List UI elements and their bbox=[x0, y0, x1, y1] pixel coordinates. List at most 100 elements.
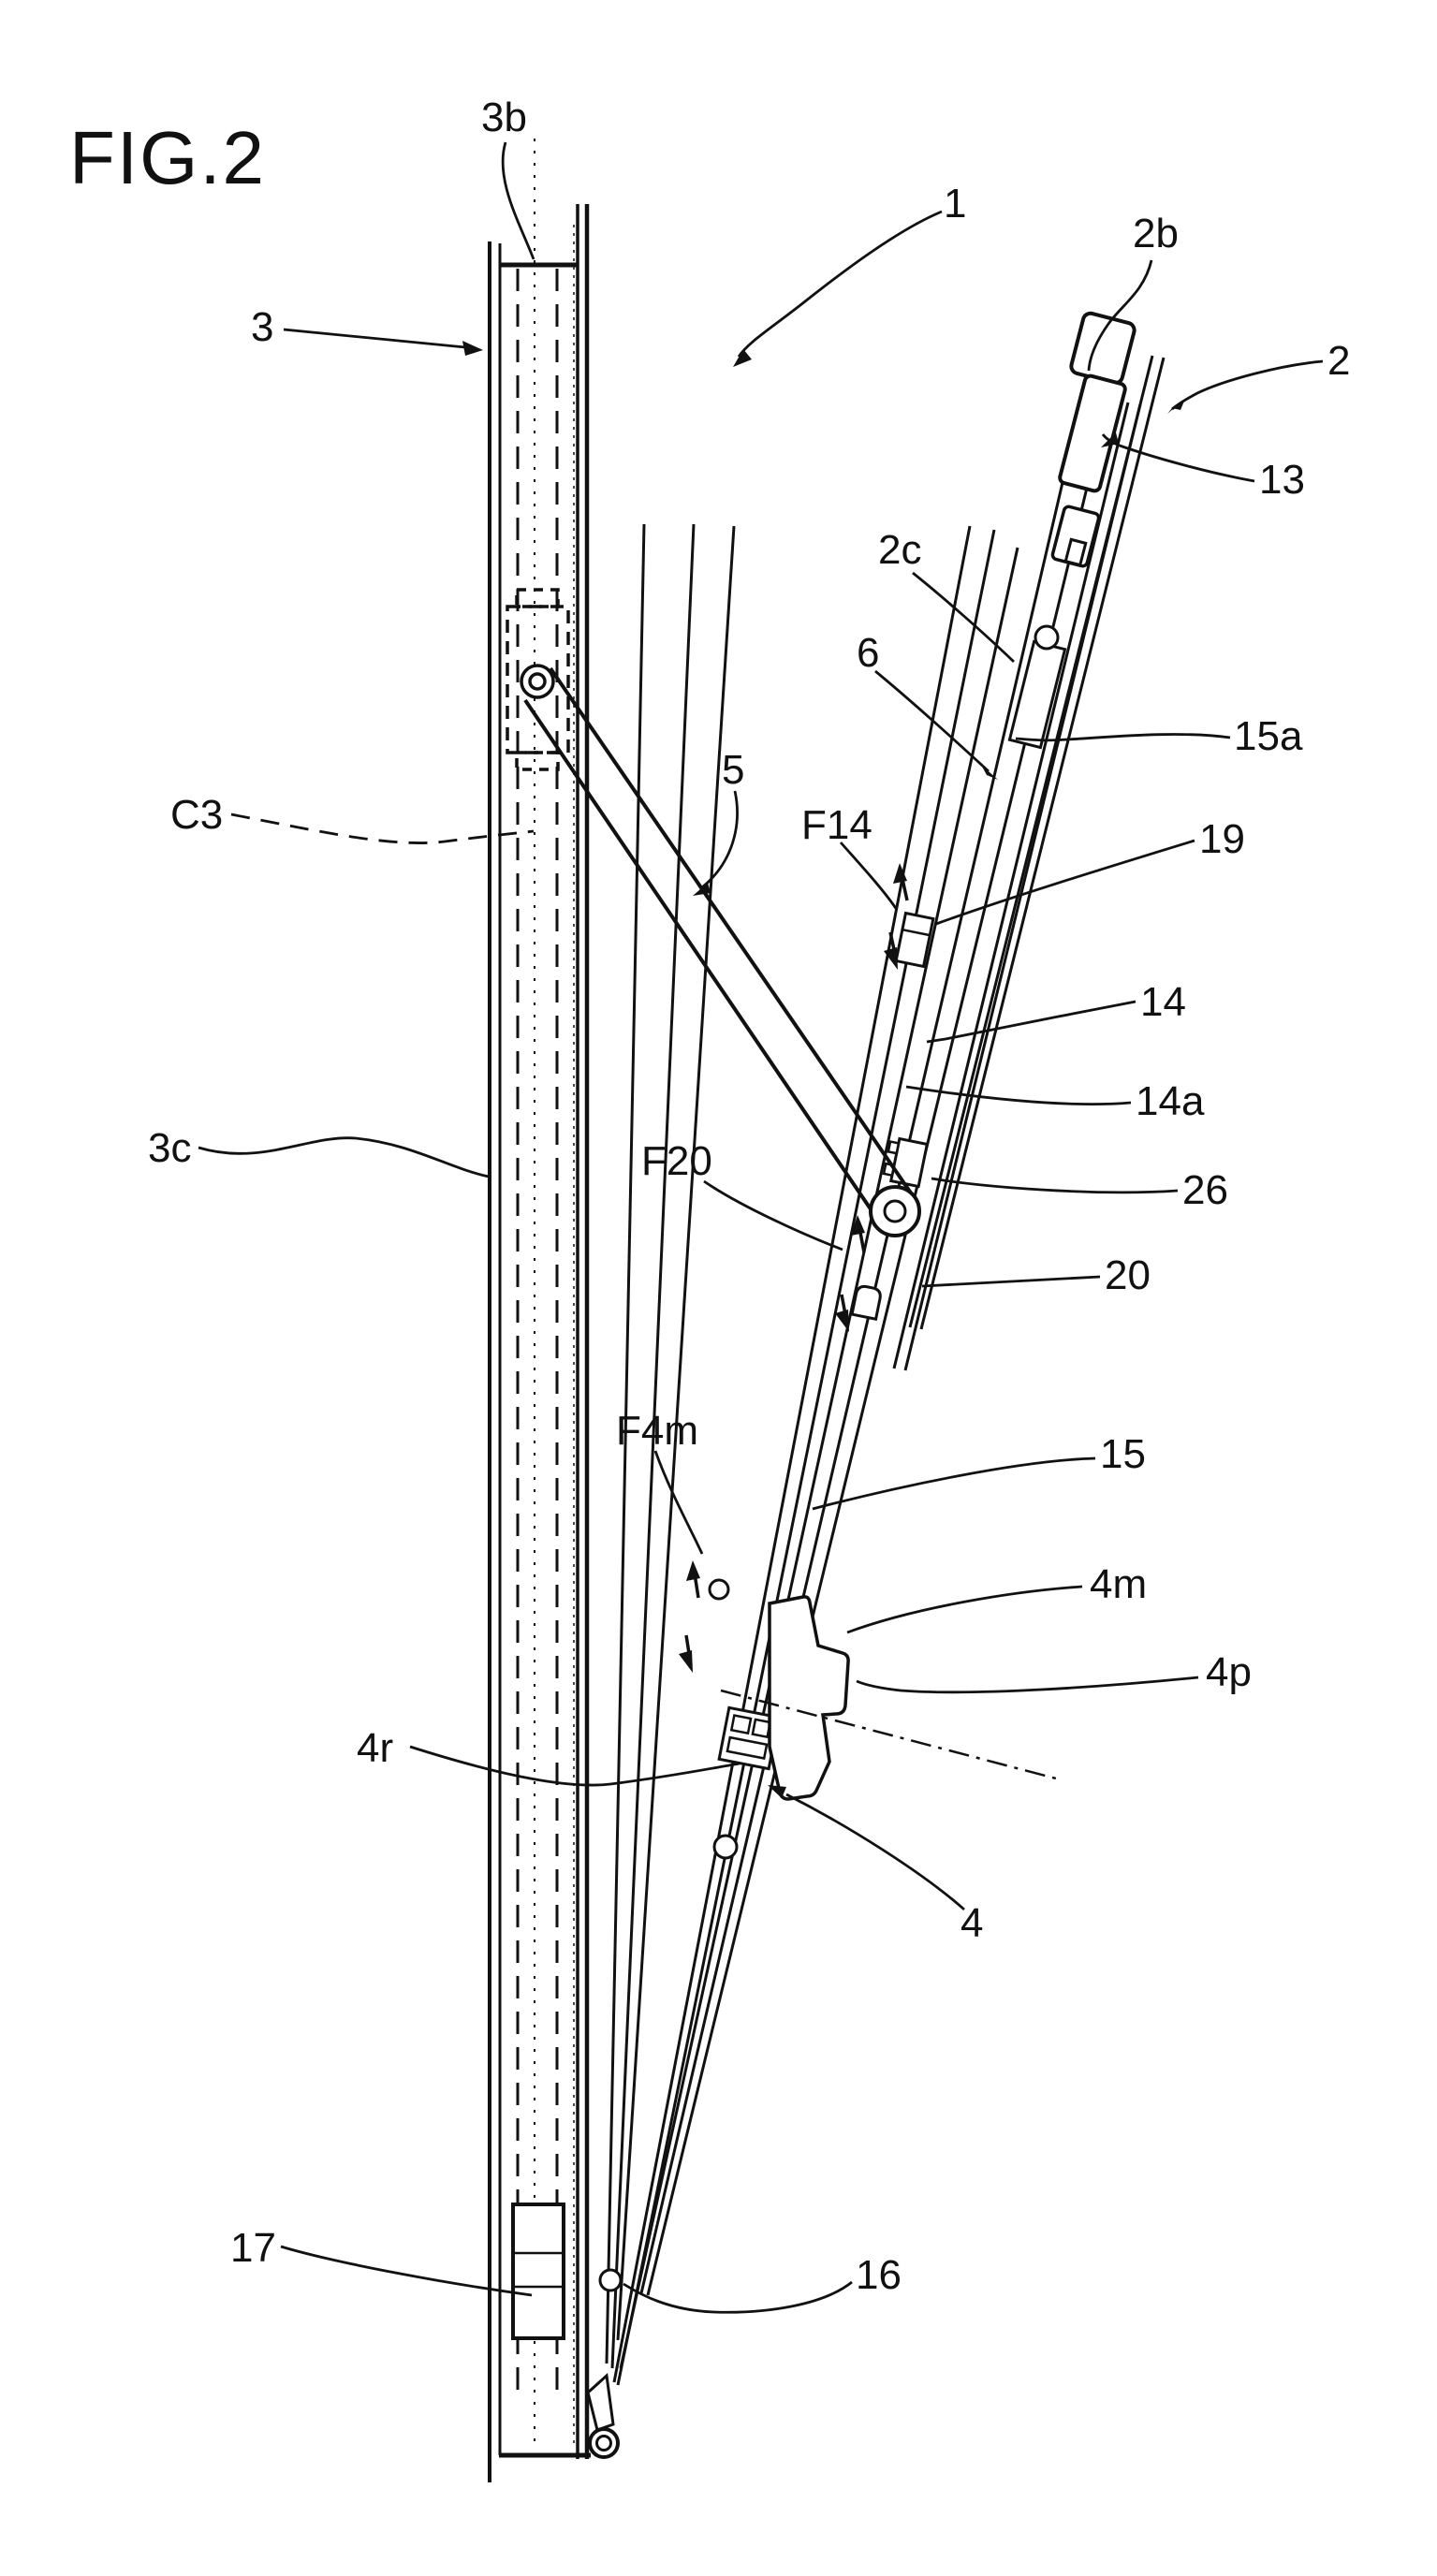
arrowhead-4 bbox=[768, 1785, 786, 1798]
force-arrow-F20 bbox=[835, 1215, 866, 1332]
arrowhead-slider bbox=[1101, 432, 1119, 447]
rivet-mid-lower bbox=[712, 1834, 739, 1860]
leader-F20 bbox=[703, 1179, 843, 1251]
guide-rail bbox=[488, 139, 591, 2482]
leader-16 bbox=[623, 2280, 853, 2314]
arrowhead-3 bbox=[462, 341, 483, 356]
connecting-link-5 bbox=[523, 666, 921, 1237]
leader-26 bbox=[931, 1177, 1179, 1194]
leader-2 bbox=[1171, 359, 1324, 411]
label-19: 19 bbox=[1199, 816, 1245, 862]
label-F20: F20 bbox=[641, 1138, 712, 1184]
slat-2c-line-1 bbox=[612, 525, 972, 2383]
leader-F4m bbox=[653, 1450, 704, 1555]
leader-14 bbox=[926, 1000, 1136, 1044]
arm-slats bbox=[605, 355, 1166, 2386]
leader-5 bbox=[701, 790, 739, 889]
slat-15-line-1 bbox=[892, 402, 1130, 1369]
link-upper-pin bbox=[528, 672, 547, 691]
link-edge-lower bbox=[523, 698, 881, 1223]
label-20: 20 bbox=[1105, 1252, 1151, 1298]
rivet-top bbox=[1034, 624, 1060, 651]
label-13: 13 bbox=[1259, 457, 1305, 503]
leader-4r bbox=[409, 1745, 740, 1787]
pivot-axis-4p bbox=[720, 1689, 1057, 1780]
label-4m: 4m bbox=[1090, 1561, 1147, 1607]
rivet-mid-upper bbox=[708, 1578, 730, 1601]
leader-4p bbox=[856, 1676, 1199, 1694]
label-C3: C3 bbox=[170, 792, 223, 838]
label-3: 3 bbox=[251, 304, 273, 350]
label-26: 26 bbox=[1182, 1167, 1228, 1213]
label-16: 16 bbox=[856, 2252, 902, 2298]
label-15: 15 bbox=[1100, 1431, 1146, 1477]
slat-2-line-1 bbox=[908, 355, 1154, 1328]
link-lower-pin bbox=[883, 1199, 907, 1223]
arrowhead-6 bbox=[981, 765, 998, 780]
latch-19 bbox=[894, 911, 935, 969]
arm-tip-wedge bbox=[586, 2372, 615, 2432]
label-2: 2 bbox=[1327, 338, 1350, 384]
label-15a: 15a bbox=[1234, 713, 1303, 759]
label-4r: 4r bbox=[357, 1725, 393, 1771]
arm-bottom-pivot-pin bbox=[595, 2435, 612, 2452]
slider-block-bottom-step bbox=[515, 751, 560, 771]
label-3c: 3c bbox=[148, 1125, 191, 1171]
arm-slider-13 bbox=[1058, 373, 1127, 493]
leader-13 bbox=[1101, 433, 1255, 483]
slat-rear-line-3 bbox=[616, 525, 736, 2341]
leader-15 bbox=[812, 1456, 1096, 1511]
force-arrows bbox=[679, 863, 909, 1673]
lock-assembly-4r bbox=[717, 1705, 781, 1771]
leader-4m bbox=[846, 1585, 1083, 1634]
label-3b: 3b bbox=[481, 95, 527, 140]
label-14: 14 bbox=[1140, 979, 1186, 1025]
label-14a: 14a bbox=[1136, 1078, 1205, 1124]
leader-3c bbox=[198, 1136, 490, 1178]
label-17: 17 bbox=[230, 2225, 276, 2271]
label-5: 5 bbox=[722, 747, 744, 793]
slat-rear-line-2 bbox=[610, 523, 696, 2369]
leader-17 bbox=[280, 2245, 533, 2297]
label-1: 1 bbox=[944, 181, 966, 227]
label-F14: F14 bbox=[801, 802, 872, 848]
slat-2c-line-3 bbox=[619, 547, 1019, 2369]
label-2c: 2c bbox=[878, 527, 921, 573]
slider-block-top-step bbox=[515, 588, 560, 608]
leader-20 bbox=[921, 1275, 1101, 1288]
arm-hook-latch-notch bbox=[1063, 537, 1088, 567]
leader-3 bbox=[283, 328, 466, 349]
slat-2c-line-2 bbox=[616, 529, 996, 2386]
leader-1 bbox=[737, 210, 943, 358]
arm-top-cap-2b bbox=[1069, 311, 1136, 386]
leader-4 bbox=[785, 1793, 965, 1911]
leader-arrowheads bbox=[462, 341, 1185, 1798]
label-F4m: F4m bbox=[616, 1408, 698, 1454]
label-4: 4 bbox=[960, 1900, 983, 1946]
rail-stop-block-17 bbox=[511, 2203, 565, 2340]
force-arrow-F14 bbox=[884, 863, 909, 970]
leader-6 bbox=[874, 669, 990, 773]
leader-2b bbox=[1087, 259, 1153, 372]
stop-block-body bbox=[511, 2203, 565, 2340]
reference-labels: FIG.2 3b 3 1 2b 2 13 2c 6 15a F14 19 5 C… bbox=[69, 95, 1350, 2298]
label-6: 6 bbox=[857, 630, 879, 676]
leader-lines bbox=[198, 141, 1324, 2314]
leader-15a bbox=[1015, 733, 1231, 742]
link-edge-upper bbox=[549, 666, 914, 1196]
label-4p: 4p bbox=[1206, 1649, 1252, 1695]
leader-3b bbox=[501, 141, 535, 260]
arrowhead-1 bbox=[733, 349, 752, 367]
arm-hardware bbox=[586, 311, 1136, 2459]
rail-slider-block bbox=[506, 588, 570, 771]
slat-rear-line-1 bbox=[605, 523, 646, 2364]
slat-2-line-2 bbox=[919, 357, 1166, 1330]
bracket-4m bbox=[768, 1595, 850, 1801]
figure-title: FIG.2 bbox=[69, 116, 266, 199]
leader-19 bbox=[935, 839, 1195, 926]
leader-C3 bbox=[230, 812, 535, 844]
slat-14-line-1 bbox=[639, 381, 1088, 2294]
force-arrow-F4m bbox=[679, 1560, 700, 1673]
